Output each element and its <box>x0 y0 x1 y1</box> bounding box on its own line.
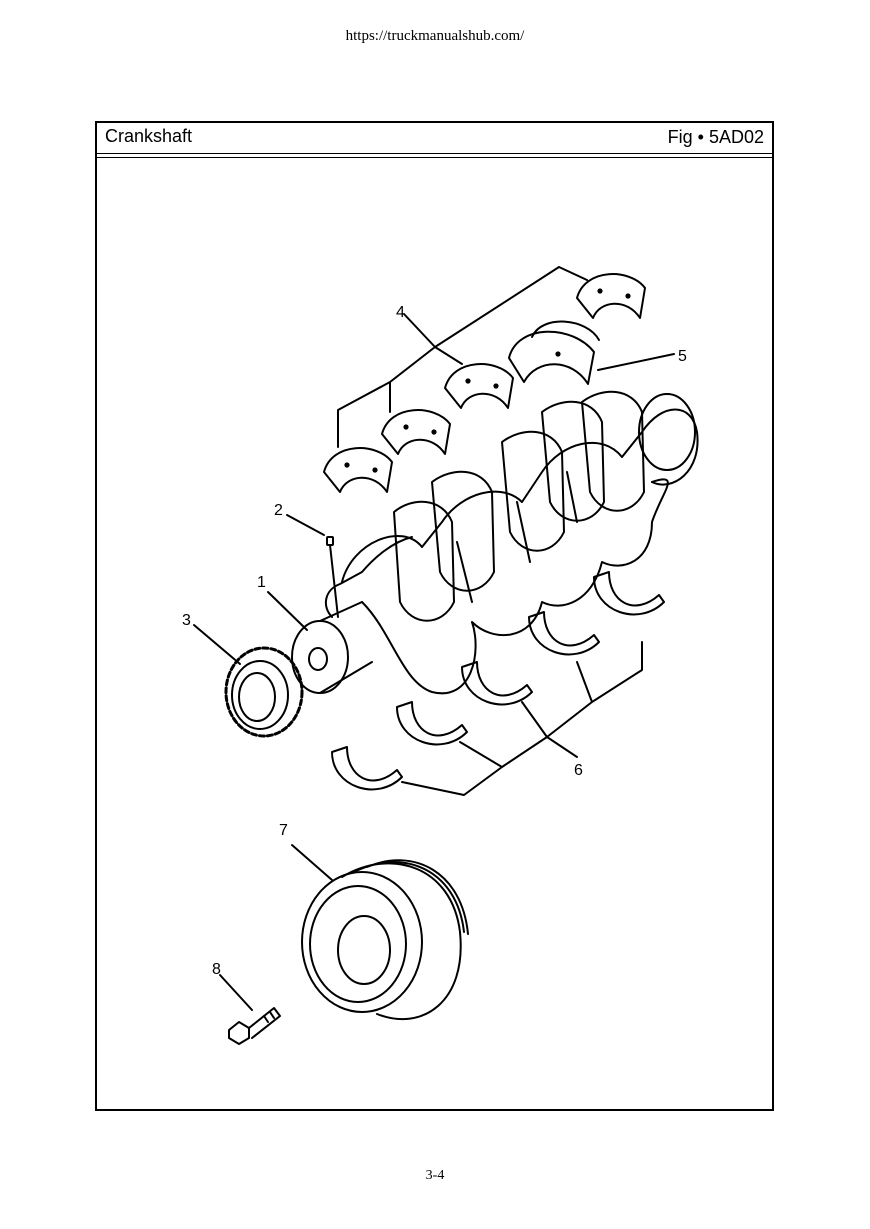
callout-6-leaders <box>401 641 643 796</box>
callout-8-leader <box>219 974 253 1011</box>
callout-4-leaders <box>337 266 588 448</box>
lower-bearing-1 <box>331 746 403 791</box>
callout-2-leader <box>286 514 325 536</box>
timing-gear <box>193 624 304 738</box>
upper-bearing-2 <box>381 409 451 455</box>
callout-2: 2 <box>274 502 283 519</box>
crankshaft-exploded-diagram: 1 2 3 4 5 6 7 8 <box>182 266 699 1045</box>
callout-3-leader <box>193 624 241 665</box>
upper-main-bearing-group <box>323 266 646 493</box>
lower-main-bearing-group <box>331 571 665 796</box>
callout-4: 4 <box>396 304 405 321</box>
lower-bearing-3 <box>461 661 533 706</box>
callout-7-leader <box>291 844 333 881</box>
pulley-bolt <box>219 974 281 1045</box>
callout-3: 3 <box>182 612 191 629</box>
callout-1: 1 <box>257 574 266 591</box>
thrust-bearing <box>508 320 675 385</box>
page-number: 3-4 <box>425 1168 445 1183</box>
callout-1-leader <box>267 591 308 631</box>
lower-bearing-2 <box>396 701 468 746</box>
callout-5-leader <box>597 353 675 371</box>
figure-header: Crankshaft Fig • 5AD02 <box>97 123 772 154</box>
header-divider <box>97 157 772 158</box>
crankshaft <box>291 390 699 695</box>
callout-6: 6 <box>574 762 583 779</box>
dowel-pin <box>286 514 339 618</box>
upper-bearing-1 <box>323 447 393 493</box>
callout-8: 8 <box>212 961 221 978</box>
upper-bearing-3 <box>444 363 514 409</box>
upper-bearing-6 <box>576 273 646 319</box>
callout-7: 7 <box>279 822 288 839</box>
lower-bearing-5 <box>593 571 665 616</box>
figure-id: Fig • 5AD02 <box>667 127 764 147</box>
figure-frame: Crankshaft Fig • 5AD02 <box>95 121 774 1111</box>
crank-pulley <box>291 844 469 1021</box>
source-url: https://truckmanualshub.com/ <box>345 28 525 44</box>
callout-labels: 1 2 3 4 5 6 7 8 <box>182 304 687 978</box>
lower-bearing-4 <box>528 611 600 656</box>
figure-title: Crankshaft <box>105 126 193 146</box>
callout-5: 5 <box>678 348 687 365</box>
